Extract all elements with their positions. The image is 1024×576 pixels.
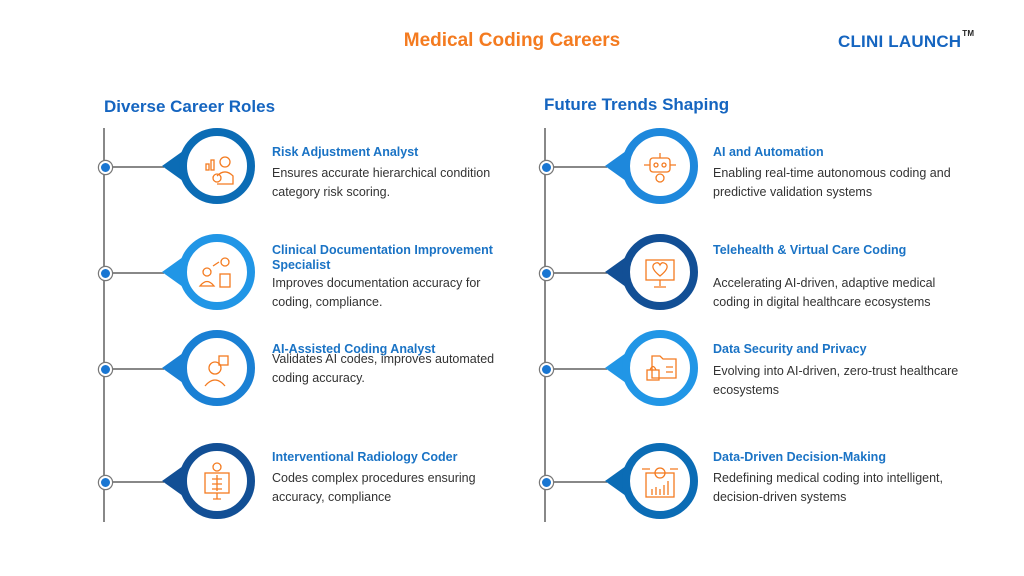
timeline-node: [540, 161, 553, 174]
item-title: Clinical Documentation Improvement Speci…: [272, 243, 493, 272]
item-description: Ensures accurate hierarchical condition …: [272, 166, 491, 199]
page-title: Medical Coding Careers: [403, 30, 621, 51]
pin-marker: [162, 443, 255, 519]
connector-line: [104, 166, 164, 168]
specialist-document-gear-icon: [198, 257, 231, 288]
pin-ring: [622, 443, 698, 519]
timeline-node: [540, 267, 553, 280]
analyst-chart-gear-icon: [205, 156, 234, 185]
robot-icon: [644, 153, 676, 183]
pin-ring: [622, 330, 698, 406]
timeline-node: [99, 363, 112, 376]
timeline-node: [99, 267, 112, 280]
connector-line: [545, 481, 607, 483]
item-title: Data Security and Privacy: [713, 342, 867, 356]
item-description: Enabling real-time autonomous coding and…: [713, 166, 951, 199]
clini-launch-logo: CLINI LAUNCHTM: [838, 29, 975, 52]
item-title: Telehealth & Virtual Care Coding: [713, 243, 907, 257]
pin-ring: [622, 128, 698, 204]
item-title: Risk Adjustment Analyst: [272, 145, 419, 159]
left-timeline: [103, 128, 105, 522]
pin-marker: [162, 330, 255, 406]
right-timeline: [544, 128, 546, 522]
pin-marker: [162, 234, 255, 310]
pin-ring: [179, 128, 255, 204]
connector-line: [104, 481, 164, 483]
item-title: AI-Assisted Coding Analyst: [272, 342, 436, 356]
timeline-node: [540, 476, 553, 489]
coder-chip-icon: [204, 355, 229, 387]
item-title: Data-Driven Decision-Making: [713, 450, 886, 464]
timeline-node: [540, 363, 553, 376]
connector-line: [545, 166, 607, 168]
item-description: Codes complex procedures ensuring accura…: [272, 471, 476, 504]
item-description: Redefining medical coding into intellige…: [713, 471, 944, 504]
pin-marker: [605, 330, 698, 406]
item-title: AI and Automation: [713, 145, 824, 159]
connector-line: [545, 272, 607, 274]
pin-ring: [179, 234, 255, 310]
connector-line: [104, 272, 164, 274]
gear-bar-chart-icon: [642, 467, 678, 498]
right-column-title: Future Trends Shaping: [544, 95, 730, 114]
timeline-node: [99, 476, 112, 489]
left-column-title: Diverse Career Roles: [104, 97, 276, 116]
pin-marker: [162, 128, 255, 204]
pin-marker: [605, 443, 698, 519]
logo-trademark: TM: [962, 29, 975, 39]
folder-lock-icon: [646, 355, 677, 381]
monitor-heart-icon: [645, 259, 675, 288]
item-description: Evolving into AI-driven, zero-trust heal…: [713, 364, 959, 397]
item-title: Interventional Radiology Coder: [272, 450, 458, 464]
item-description: Validates AI codes, improves automated c…: [272, 352, 495, 385]
timeline-node: [99, 161, 112, 174]
pin-marker: [605, 128, 698, 204]
item-description: Accelerating AI-driven, adaptive medical…: [713, 276, 936, 309]
pin-ring: [179, 330, 255, 406]
radiology-xray-icon: [204, 462, 230, 500]
pin-marker: [605, 234, 698, 310]
connector-line: [545, 368, 607, 370]
pin-ring: [622, 234, 698, 310]
connector-line: [104, 368, 164, 370]
item-description: Improves documentation accuracy for codi…: [272, 276, 481, 309]
logo-text: CLINI LAUNCH: [838, 32, 962, 51]
